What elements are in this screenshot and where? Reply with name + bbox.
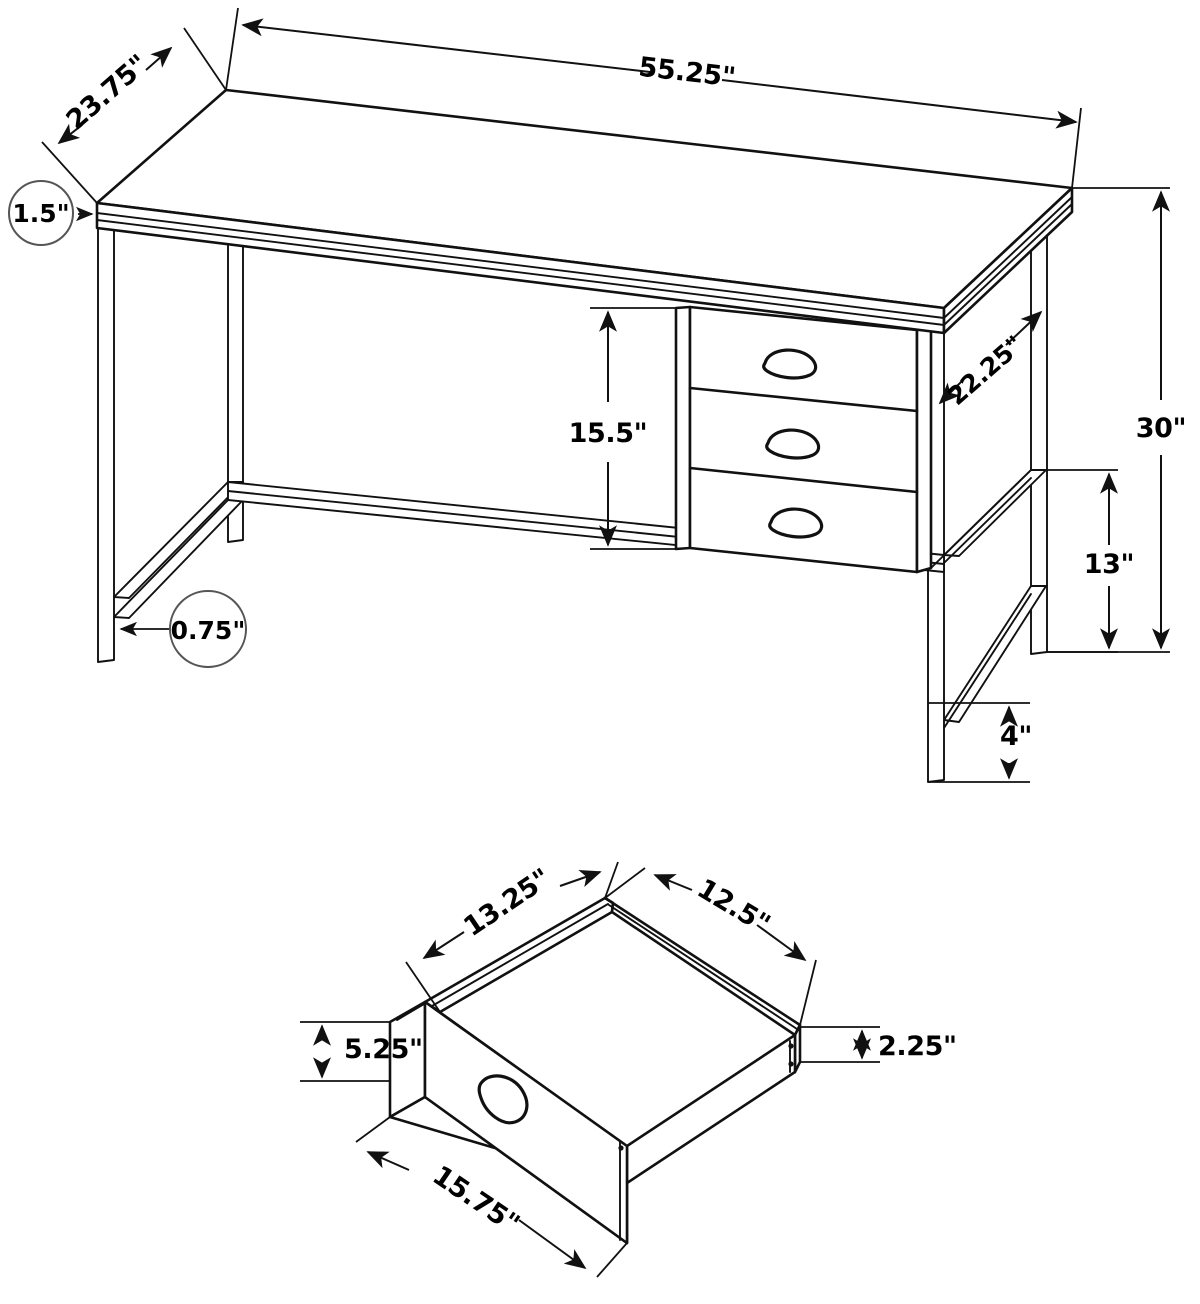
dim-label-leg-thickness: 0.75" <box>171 616 246 645</box>
dim-label-drawer-inner: 13.25" <box>458 863 556 943</box>
desk-top-panel <box>95 88 1074 335</box>
dim-floor-gap-4: 4" <box>928 702 1032 783</box>
dim-top-thickness-1-5[interactable]: 1.5" <box>8 180 94 246</box>
dim-leg-thickness-0-75[interactable]: 0.75" <box>119 590 247 668</box>
dim-drawer-bank-15-5: 15.5" <box>569 307 676 550</box>
dim-side-depth-22-25: 22.25" <box>938 310 1043 411</box>
dim-label-height: 30" <box>1136 413 1186 444</box>
dim-label-drawer-height: 5.25" <box>344 1034 423 1065</box>
drawer-front-panel <box>388 1000 629 1245</box>
callout-bubble[interactable] <box>169 590 247 668</box>
drawer-detail-view <box>388 896 802 1245</box>
dim-label-floor-gap: 4" <box>1000 721 1032 752</box>
dim-label-depth: 23.75" <box>61 49 155 136</box>
dim-drawer-height-5-25: 5.25" <box>300 1021 423 1082</box>
cup-pull-handle[interactable] <box>768 507 824 539</box>
drawer-right-side-panel <box>603 896 802 1037</box>
dim-clearance-13: 13" <box>1031 469 1135 653</box>
cup-pull-handle[interactable] <box>477 1074 529 1125</box>
dim-drawer-side-height-2-25: 2.25" <box>800 1026 957 1063</box>
cup-pull-handle[interactable] <box>762 348 818 380</box>
drawer-middle[interactable] <box>765 428 821 460</box>
callout-bubble[interactable] <box>8 180 74 246</box>
stretcher-right-side <box>943 469 1047 729</box>
leg-front-left <box>97 223 115 663</box>
dim-label-drawer-side-height: 2.25" <box>878 1031 957 1062</box>
dim-label-drawer-side: 12.5" <box>692 873 775 940</box>
cup-pull-handle[interactable] <box>765 428 821 460</box>
drawer-top[interactable] <box>762 348 818 380</box>
drawer-divider-lines <box>688 386 919 494</box>
dim-label-top-thickness: 1.5" <box>12 199 69 228</box>
dim-label-width: 55.25" <box>637 52 737 94</box>
drawer-bottom[interactable] <box>768 507 824 539</box>
dim-label-clearance: 13" <box>1084 549 1134 580</box>
stretcher-left-side <box>113 481 244 619</box>
desk-assembly-view <box>95 88 1074 783</box>
dim-label-drawer-front: 15.75" <box>427 1160 525 1240</box>
dim-height-30: 30" <box>1047 187 1187 653</box>
dim-label-side-depth: 22.25" <box>942 330 1029 411</box>
dim-label-drawer-bank: 15.5" <box>569 418 648 449</box>
